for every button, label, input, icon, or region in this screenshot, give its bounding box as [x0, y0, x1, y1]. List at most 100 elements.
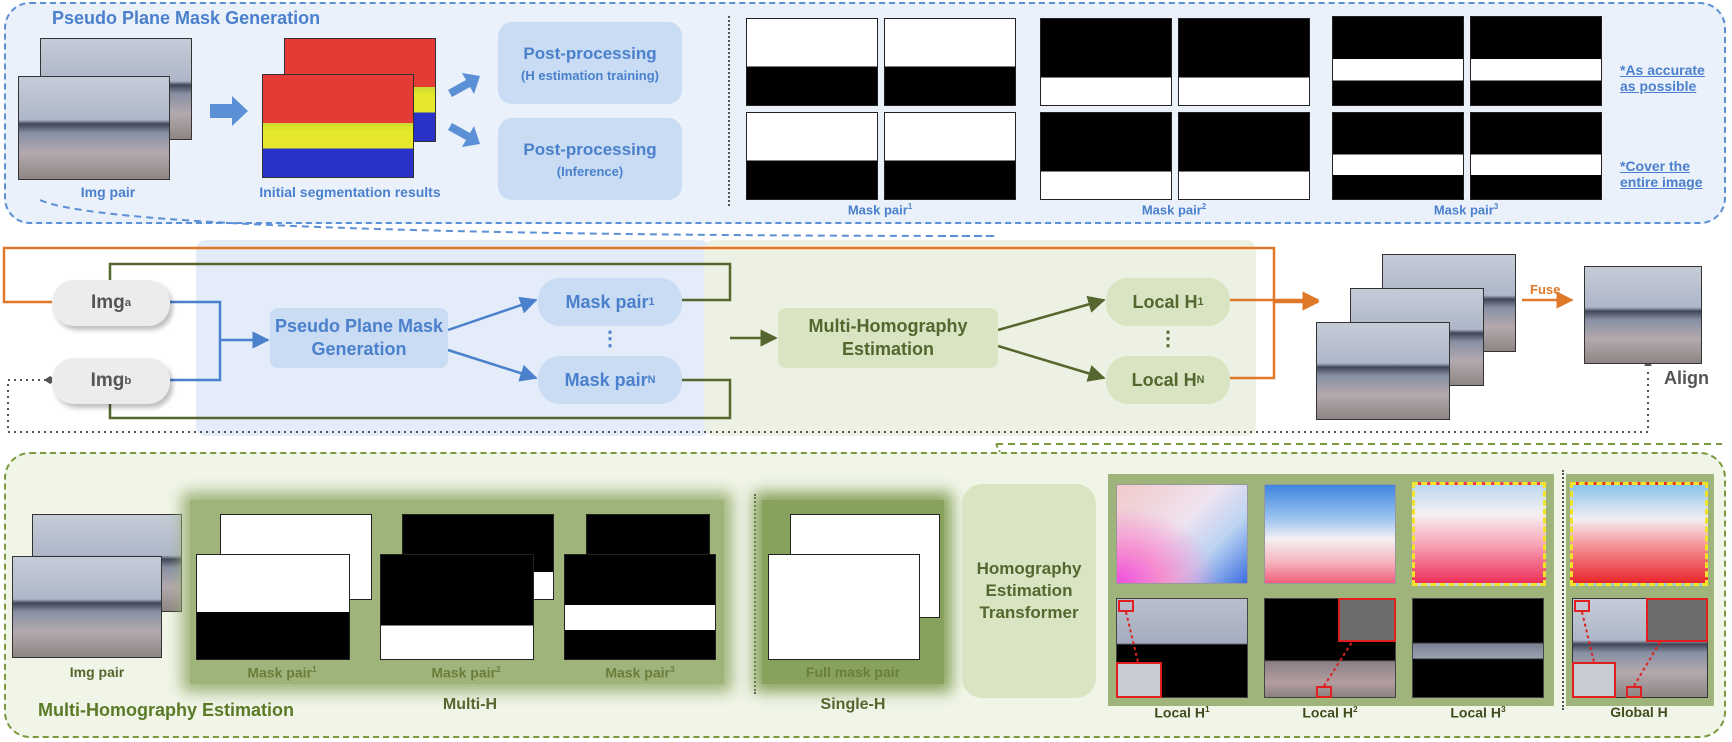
pp-inference-title: Post-processing: [523, 139, 657, 159]
caption-sup: 2: [1201, 202, 1207, 211]
label-sup: b: [124, 375, 132, 387]
label-sup: N: [647, 374, 656, 386]
mask-thumb: [1040, 18, 1172, 106]
warped-result: [1412, 598, 1544, 698]
label-base: Local H: [1132, 291, 1198, 312]
bottom-panel-title: Multi-Homography Estimation: [38, 700, 294, 720]
zoom-inset: [1646, 598, 1708, 642]
fuse-label: Fuse: [1530, 282, 1561, 297]
mask-thumb: [746, 18, 878, 106]
multi-h-label: Multi-H: [442, 696, 498, 713]
het-node: Homography Estimation Transformer: [962, 484, 1096, 698]
zoom-source: [1118, 600, 1134, 612]
split-arrows-icon: [448, 73, 480, 147]
caption-base: Local H: [1450, 704, 1501, 721]
caption-sup: 1: [1204, 704, 1210, 714]
mask-thumb: [1178, 18, 1310, 106]
mask-thumb: [884, 112, 1016, 200]
mask-pair-2-caption: Mask pair2: [1074, 202, 1274, 217]
caption-base: Local H: [1302, 704, 1353, 721]
local-h1-caption: Local H1: [1116, 704, 1248, 721]
img-pair-caption: Img pair: [80, 184, 136, 200]
mask-thumb: [1040, 112, 1172, 200]
label-base: Mask pair: [565, 291, 649, 312]
mask-thumb: [1470, 16, 1602, 106]
mask-thumb: [884, 18, 1016, 106]
caption-base: Mask pair: [1433, 202, 1494, 218]
single-h-label: Single-H: [820, 696, 886, 713]
zoom-inset: [1338, 598, 1396, 642]
label-base: Mask pair: [564, 369, 648, 390]
caption-base: Mask pair: [431, 664, 496, 681]
separator: [1562, 470, 1564, 710]
aligned-image: [1584, 266, 1702, 364]
mask-thumb: [1470, 112, 1602, 200]
img-pair-caption: Img pair: [69, 664, 125, 680]
mask-thumb: [1178, 112, 1310, 200]
label-base: Local H: [1131, 369, 1197, 390]
mask-thumb: [746, 112, 878, 200]
caption-sup: 3: [1500, 704, 1506, 714]
post-processing-inference: Post-processing (Inference): [498, 118, 682, 200]
caption-base: Mask pair: [847, 202, 908, 218]
caption-base: Mask pair: [247, 664, 312, 681]
label-base: Img: [90, 370, 125, 391]
local-h3-caption: Local H3: [1412, 704, 1544, 721]
local-h2-caption: Local H2: [1264, 704, 1396, 721]
caption-sup: 2: [1352, 704, 1358, 714]
heatmap: [1264, 484, 1396, 584]
full-mask-pair-caption: Full mask pair: [805, 664, 901, 680]
separator: [754, 494, 756, 694]
label-sup: a: [124, 297, 132, 309]
pp-training-sub: (H estimation training): [521, 67, 659, 83]
separator: [728, 16, 730, 206]
mask-pair-2-caption: Mask pair2: [380, 664, 552, 681]
zoom-source: [1626, 686, 1642, 698]
zoom-inset: [1572, 662, 1616, 698]
ellipsis: ⋮: [600, 328, 620, 350]
note-cover: *Cover the entire image: [1620, 158, 1703, 191]
heatmap: [1570, 482, 1708, 586]
arrow-right-icon: [210, 96, 248, 126]
warped-image: [1316, 322, 1450, 420]
note-accurate: *As accurate as possible: [1620, 62, 1705, 95]
zoom-inset: [1116, 662, 1162, 698]
caption-sup: 3: [669, 664, 675, 674]
mhe-node: Multi-Homography Estimation: [778, 308, 998, 368]
zoom-source: [1316, 686, 1332, 698]
mask-thumb: [380, 554, 534, 660]
align-label: Align: [1664, 368, 1709, 388]
caption-sup: 1: [907, 202, 913, 211]
mask-pair-3-caption: Mask pair3: [554, 664, 726, 681]
seg-caption: Initial segmentation results: [259, 184, 441, 200]
seg-front: [262, 74, 414, 178]
pp-training-title: Post-processing: [523, 43, 657, 63]
img-pair-front: [12, 556, 162, 658]
ppmg-node: Pseudo Plane Mask Generation: [270, 308, 448, 368]
pp-inference-sub: (Inference): [556, 163, 624, 179]
top-panel-title: Pseudo Plane Mask Generation: [52, 8, 321, 28]
heatmap: [1116, 484, 1248, 584]
ellipsis: ⋮: [1158, 328, 1178, 350]
img-pair-front: [18, 76, 170, 180]
heatmap: [1412, 482, 1546, 586]
caption-sup: 3: [1493, 202, 1499, 211]
mask-thumb: [196, 554, 350, 660]
zoom-source: [1574, 600, 1590, 612]
caption-sup: 1: [311, 664, 317, 674]
caption-base: Local H: [1154, 704, 1205, 721]
caption-base: Mask pair: [605, 664, 670, 681]
mask-thumb: [564, 554, 716, 660]
mask-thumb: [1332, 16, 1464, 106]
label-sup: 1: [648, 296, 655, 308]
label-sup: 1: [1197, 296, 1204, 308]
